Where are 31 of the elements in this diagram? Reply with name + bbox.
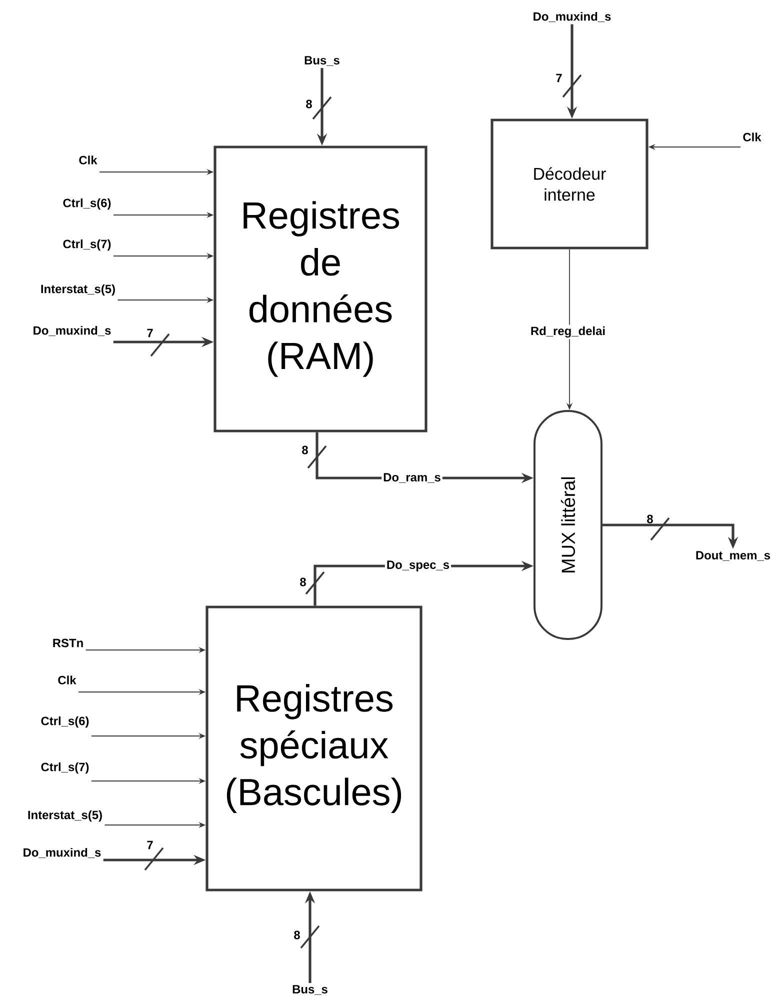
signal-label: Ctrl_s(6) xyxy=(41,716,89,728)
bus-width-label: 7 xyxy=(147,328,153,338)
bus-width-label: 8 xyxy=(300,578,306,586)
edge-label: Do_spec_s xyxy=(384,559,452,573)
signal-label: Do_muxind_s xyxy=(34,326,111,336)
bus-width-label: 8 xyxy=(306,100,312,108)
signal-label: Clk xyxy=(743,132,762,142)
signal-label: Ctrl_s(6) xyxy=(63,198,111,210)
signal-label: Ctrl_s(7) xyxy=(41,762,89,774)
edge-label: Rd_reg_delai xyxy=(528,324,608,340)
bus-width-label: 8 xyxy=(647,514,653,524)
signal-label: Clk xyxy=(79,156,98,164)
signal-label: Bus_s xyxy=(304,56,340,66)
signal-label: Dout_mem_s xyxy=(696,551,770,561)
multiplexer-block: MUX littéral xyxy=(534,410,602,640)
signal-label: Ctrl_s(7) xyxy=(63,239,111,251)
edge-label: Do_ram_s xyxy=(382,472,442,484)
decoder-block: Décodeur interne xyxy=(490,118,648,250)
bus-width-label: 7 xyxy=(556,74,562,82)
signal-label: Do_muxind_s xyxy=(24,848,101,858)
register-block: Registres spéciaux (Bascules) xyxy=(206,606,422,892)
bus-width-label: 8 xyxy=(294,930,300,940)
signal-label: Interstat_s(5) xyxy=(41,284,115,296)
bus-width-label: 8 xyxy=(302,446,308,454)
signal-label: RSTn xyxy=(53,638,83,648)
signal-label: Do_muxind_s xyxy=(534,12,611,22)
register-block: Registres de données (RAM) xyxy=(214,146,428,432)
bus-width-label: 7 xyxy=(147,840,153,850)
signal-label: Interstat_s(5) xyxy=(28,810,102,822)
signal-label: Clk xyxy=(58,676,76,684)
signal-label: Bus_s xyxy=(292,985,328,995)
